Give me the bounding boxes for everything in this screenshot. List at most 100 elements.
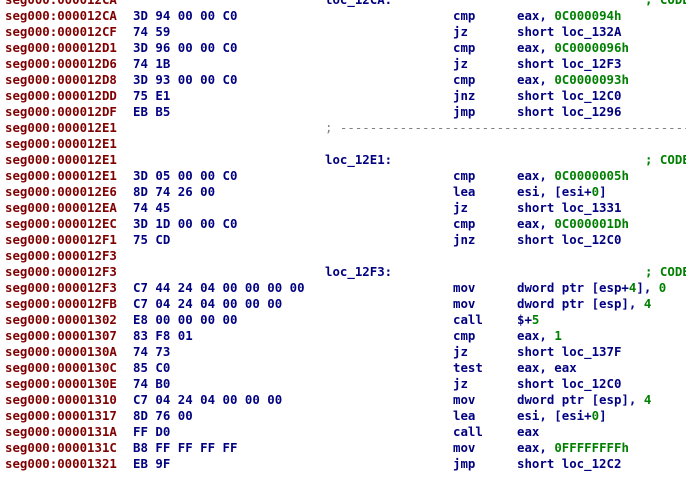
code-label[interactable]: loc_12F3: [325, 264, 393, 279]
address[interactable]: seg000:0000131C [5, 440, 117, 455]
instruction-mnemonic[interactable]: mov [453, 280, 476, 295]
instruction-operands[interactable]: eax, eax [517, 360, 577, 376]
address[interactable]: seg000:000012CA [5, 8, 117, 23]
instruction-mnemonic[interactable]: jz [453, 24, 468, 39]
instruction-mnemonic[interactable]: jz [453, 56, 468, 71]
instruction-operands[interactable]: eax, 0FFFFFFFFh [517, 440, 629, 456]
address[interactable]: seg000:000012E1 [5, 136, 117, 151]
code-label[interactable]: loc_12E1: [325, 152, 393, 167]
instruction-operands[interactable]: $+5 [517, 312, 539, 328]
address[interactable]: seg000:00001302 [5, 312, 117, 327]
address[interactable]: seg000:000012F3 [5, 248, 117, 263]
address[interactable]: seg000:0000130C [5, 360, 117, 375]
address[interactable]: seg000:000012CF [5, 24, 117, 39]
instruction-operands[interactable]: short loc_12C0 [517, 232, 621, 248]
instruction-mnemonic[interactable]: jnz [453, 232, 476, 247]
address[interactable]: seg000:000012DD [5, 88, 117, 103]
address[interactable]: seg000:0000130A [5, 344, 117, 359]
instruction-mnemonic[interactable]: jz [453, 376, 468, 391]
address[interactable]: seg000:00001321 [5, 456, 117, 471]
instruction-mnemonic[interactable]: jz [453, 344, 468, 359]
listing-line[interactable]: seg000:000012CAloc_12CA:; CODE [0, 0, 686, 8]
instruction-operands[interactable]: short loc_132A [517, 24, 621, 40]
instruction-operands[interactable]: short loc_1331 [517, 200, 621, 216]
address[interactable]: seg000:00001310 [5, 392, 117, 407]
instruction-operands[interactable]: dword ptr [esp], 4 [517, 392, 651, 408]
address[interactable]: seg000:000012E1 [5, 152, 117, 167]
instruction-mnemonic[interactable]: cmp [453, 72, 476, 87]
address[interactable]: seg000:000012EA [5, 200, 117, 215]
instruction-mnemonic[interactable]: jnz [453, 88, 476, 103]
instruction-mnemonic[interactable]: mov [453, 440, 476, 455]
instruction-mnemonic[interactable]: lea [453, 408, 476, 423]
instruction-operands[interactable]: short loc_12F3 [517, 56, 621, 72]
address[interactable]: seg000:000012E1 [5, 168, 117, 183]
address[interactable]: seg000:000012E6 [5, 184, 117, 199]
instruction-operands[interactable]: esi, [esi+0] [517, 184, 607, 200]
address[interactable]: seg000:000012F3 [5, 280, 117, 295]
instruction-mnemonic[interactable]: lea [453, 184, 476, 199]
instruction-operands[interactable]: eax, 0C000094h [517, 8, 621, 24]
address[interactable]: seg000:000012EC [5, 216, 117, 231]
address[interactable]: seg000:000012E1 [5, 120, 117, 135]
instruction-mnemonic[interactable]: cmp [453, 8, 476, 23]
address[interactable]: seg000:00001307 [5, 328, 117, 343]
instruction-operands[interactable]: short loc_12C2 [517, 456, 621, 472]
instruction-operands[interactable]: short loc_12C0 [517, 376, 621, 392]
instruction-mnemonic[interactable]: jmp [453, 104, 476, 119]
instruction-mnemonic[interactable]: cmp [453, 40, 476, 55]
instruction-mnemonic[interactable]: cmp [453, 168, 476, 183]
address[interactable]: seg000:000012FB [5, 296, 117, 311]
instruction-mnemonic[interactable]: call [453, 312, 483, 327]
instruction-operands[interactable]: eax, 0C000001Dh [517, 216, 629, 232]
instruction-operands[interactable]: esi, [esi+0] [517, 408, 607, 424]
instruction-mnemonic[interactable]: call [453, 424, 483, 439]
address[interactable]: seg000:000012DF [5, 104, 117, 119]
address[interactable]: seg000:0000130E [5, 376, 117, 391]
address[interactable]: seg000:00001317 [5, 408, 117, 423]
address[interactable]: seg000:000012D8 [5, 72, 117, 87]
instruction-mnemonic[interactable]: cmp [453, 328, 476, 343]
instruction-operands[interactable]: short loc_137F [517, 344, 621, 360]
instruction-operands[interactable]: eax, 1 [517, 328, 562, 344]
instruction-operands[interactable]: short loc_1296 [517, 104, 621, 120]
instruction-operands[interactable]: eax, 0C0000005h [517, 168, 629, 184]
listing-line[interactable]: seg000:000012F3 [0, 248, 686, 264]
instruction-operands[interactable]: short loc_12C0 [517, 88, 621, 104]
instruction-mnemonic[interactable]: mov [453, 392, 476, 407]
instruction-operands[interactable]: dword ptr [esp], 4 [517, 296, 651, 312]
listing-line[interactable]: seg000:000012E1 [0, 136, 686, 152]
code-label[interactable]: loc_12CA: [325, 0, 392, 8]
instruction-mnemonic[interactable]: cmp [453, 216, 476, 231]
instruction-mnemonic[interactable]: jz [453, 200, 468, 215]
address[interactable]: seg000:000012F3 [5, 264, 117, 279]
instruction-mnemonic[interactable]: test [453, 360, 483, 375]
instruction-operands[interactable]: dword ptr [esp+4], 0 [517, 280, 666, 296]
instruction-operands[interactable]: eax, 0C0000093h [517, 72, 629, 88]
